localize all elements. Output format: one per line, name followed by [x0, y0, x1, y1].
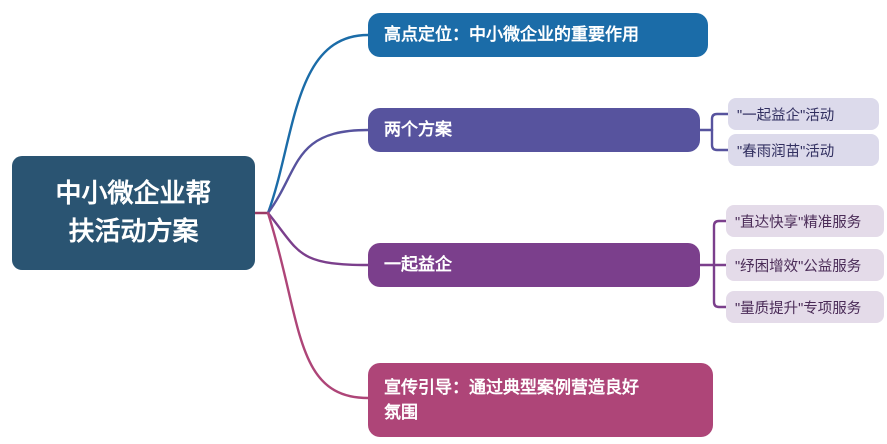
branch-node-yiqiyiqi[interactable]: 一起益企	[368, 243, 700, 287]
connector-root-branch3	[266, 211, 370, 267]
branch-node-publicity[interactable]: 宣传引导：通过典型案例营造良好 氛围	[368, 363, 713, 437]
connector-branch2-child1	[710, 112, 731, 132]
child-node-direct-fast-service[interactable]: "直达快享"精准服务	[726, 205, 884, 237]
connector-branch3-child3	[712, 263, 729, 309]
connector-root-branch4	[266, 211, 370, 400]
connector-branch2-child2	[710, 128, 731, 152]
child-node-spring-rain-activity[interactable]: "春雨润苗"活动	[728, 134, 879, 166]
child-node-quality-service[interactable]: "量质提升"专项服务	[726, 291, 884, 323]
connector-branch3-child1	[712, 219, 729, 267]
child-node-relief-service[interactable]: "纾困增效"公益服务	[726, 249, 884, 281]
child-node-yiqiyiqi-activity[interactable]: "一起益企"活动	[728, 98, 879, 130]
branch-node-two-plans[interactable]: 两个方案	[368, 108, 700, 152]
root-node[interactable]: 中小微企业帮 扶活动方案	[12, 156, 255, 270]
connector-root-branch2	[266, 128, 370, 215]
connector-root-branch1	[266, 33, 370, 215]
branch-node-positioning[interactable]: 高点定位：中小微企业的重要作用	[368, 13, 708, 57]
